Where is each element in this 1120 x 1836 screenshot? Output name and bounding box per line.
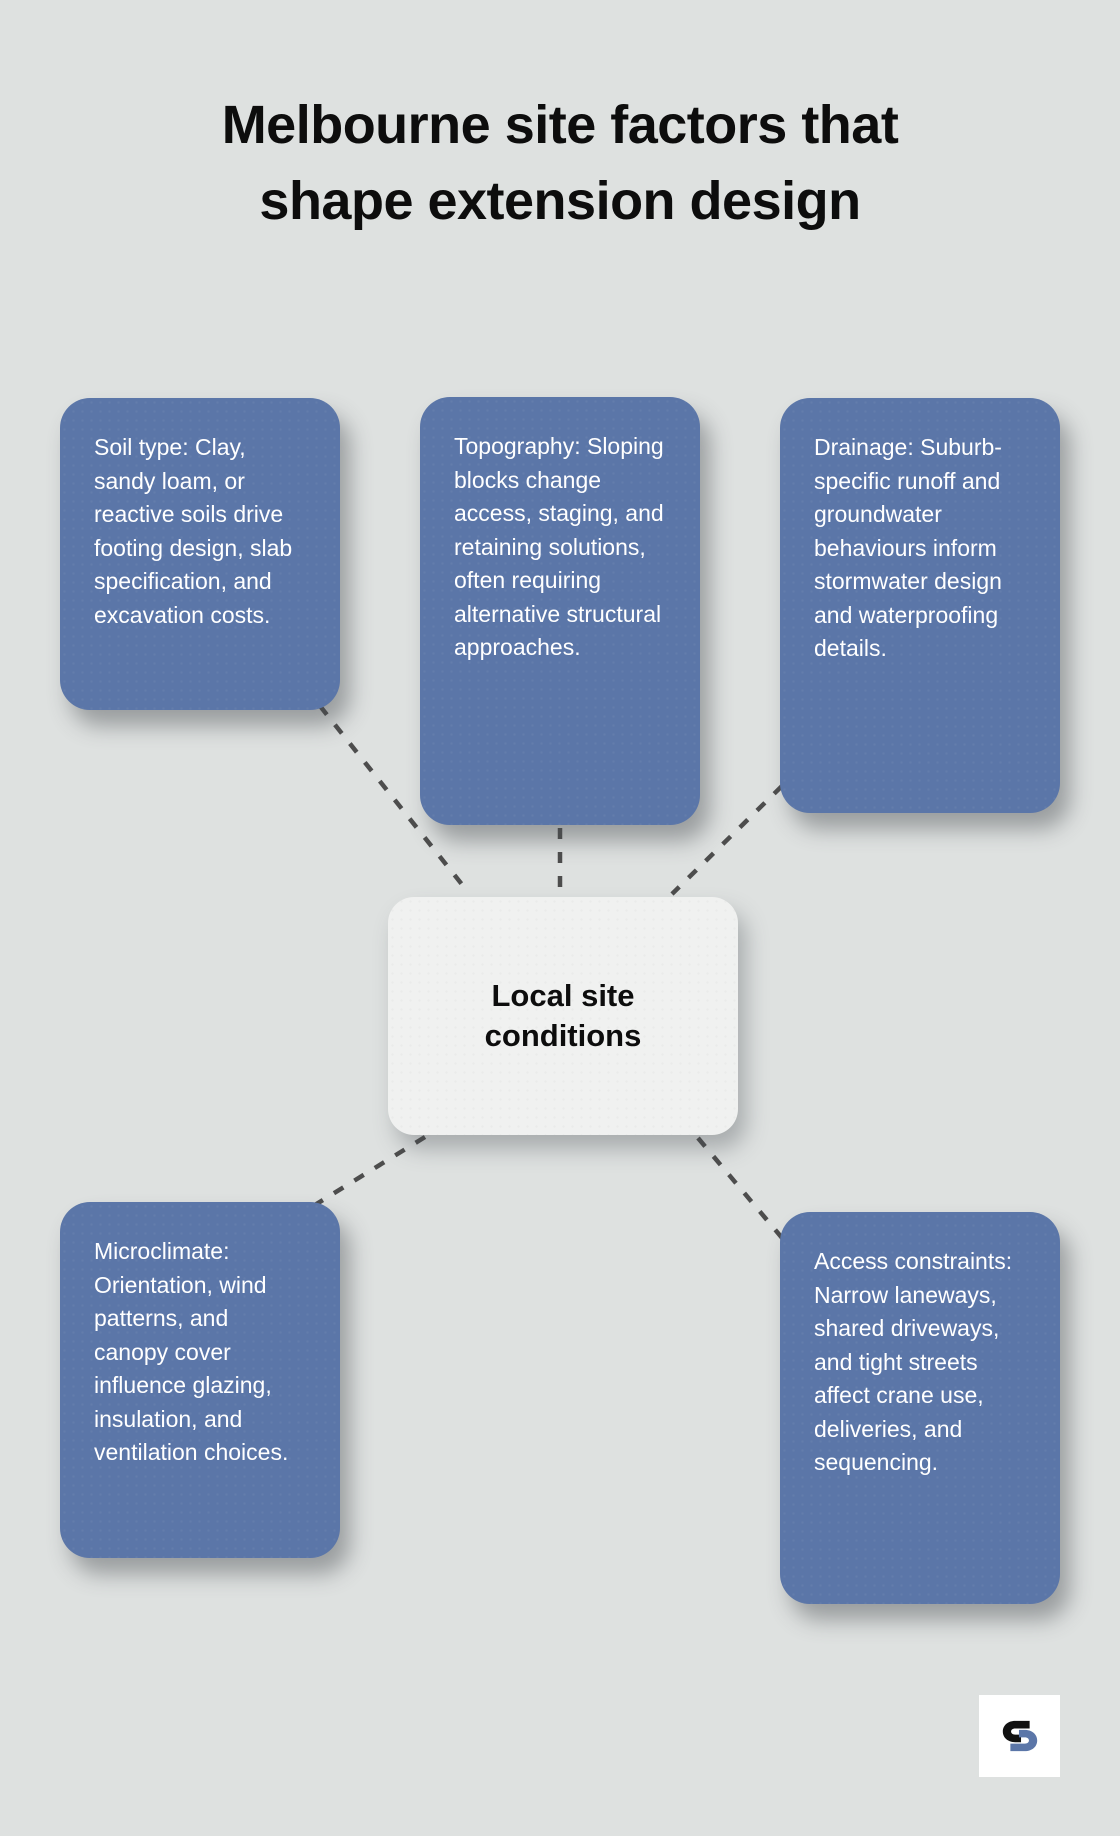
node-topography-text: Topography: Sloping blocks change access… — [454, 433, 664, 661]
node-drainage-text: Drainage: Suburb-specific runoff and gro… — [814, 434, 1002, 662]
node-soil-type-text: Soil type: Clay, sandy loam, or reactive… — [94, 434, 293, 628]
center-node-label: Local site conditions — [484, 977, 642, 1053]
center-node-local-site-conditions: Local site conditions — [388, 897, 738, 1135]
connector-center-microclimate — [308, 1135, 427, 1210]
connector-center-access — [696, 1136, 790, 1247]
page-title-line-2: shape extension design — [259, 170, 861, 231]
node-soil-type: Soil type: Clay, sandy loam, or reactive… — [60, 398, 340, 710]
brand-logo — [979, 1695, 1060, 1777]
node-access-constraints: Access constraints: Narrow laneways, sha… — [780, 1212, 1060, 1604]
node-microclimate: Microclimate: Orientation, wind patterns… — [60, 1202, 340, 1558]
node-microclimate-text: Microclimate: Orientation, wind patterns… — [94, 1238, 289, 1466]
page-title: Melbourne site factors that shape extens… — [0, 88, 1120, 239]
page-title-line-1: Melbourne site factors that — [221, 95, 899, 155]
node-drainage: Drainage: Suburb-specific runoff and gro… — [780, 398, 1060, 813]
node-topography: Topography: Sloping blocks change access… — [420, 397, 700, 825]
s-monogram-icon — [1002, 1720, 1037, 1752]
node-access-constraints-text: Access constraints: Narrow laneways, sha… — [814, 1248, 1013, 1476]
